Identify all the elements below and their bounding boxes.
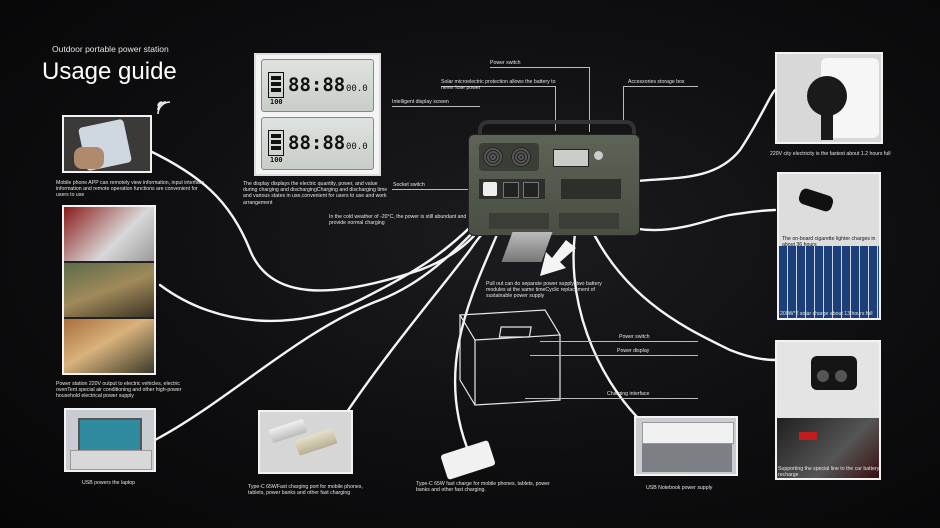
cable-usb-notebook bbox=[572, 213, 642, 422]
notebook-screen bbox=[642, 422, 734, 444]
ac-socket-panel bbox=[479, 179, 545, 199]
app-caption: Mobile phone APP can remotely view infor… bbox=[56, 180, 205, 199]
accessories-box-label: Accessories storage box bbox=[628, 79, 685, 85]
socket-switch-label: Socket switch bbox=[393, 182, 425, 188]
fan-icon bbox=[511, 147, 531, 167]
car-solar-photos bbox=[777, 172, 881, 320]
socket-icon bbox=[523, 182, 539, 198]
solar-panel bbox=[779, 246, 879, 318]
leader-display bbox=[392, 106, 480, 107]
wall-socket-photo bbox=[775, 52, 883, 144]
lcd-reading-main-2: 88:88 bbox=[288, 132, 346, 154]
notebook-keyboard bbox=[642, 444, 732, 472]
socket-icon bbox=[483, 182, 497, 196]
cable-lighter bbox=[583, 213, 777, 362]
leader-module-switch bbox=[540, 341, 698, 342]
bbq-photo bbox=[64, 263, 154, 317]
power-switch-label: Power switch bbox=[490, 60, 521, 66]
lighter-socket-caption: The matching cigarette lighter socket li… bbox=[780, 400, 875, 413]
leader-solar bbox=[441, 86, 556, 87]
socket-icon bbox=[503, 182, 519, 198]
wifi-icon bbox=[157, 101, 171, 115]
laptop-screen bbox=[78, 418, 142, 452]
cable-typec-fast bbox=[453, 213, 507, 457]
leader-power-switch bbox=[490, 67, 590, 68]
ac-output-photos bbox=[62, 205, 156, 375]
ev-charging-photo bbox=[64, 207, 154, 261]
dc-port-panel bbox=[561, 179, 621, 199]
battery-slot-1 bbox=[489, 213, 549, 229]
module-power-display-label: Power display bbox=[617, 348, 650, 354]
battery-icon bbox=[268, 130, 284, 156]
typec-fast-caption: Type-C 65W fast charge for mobile phones… bbox=[416, 481, 550, 494]
tent-photo bbox=[64, 319, 154, 373]
lcd-reading-side-1: 00.0 bbox=[346, 84, 368, 94]
power-station-device bbox=[468, 120, 640, 238]
car-battery-photo bbox=[777, 418, 879, 478]
lcd-display-panel: 88:88 00.0 100 88:88 00.0 100 bbox=[254, 53, 381, 176]
leader-socket bbox=[392, 189, 487, 190]
car-battery-caption: Supporting the special line to the car b… bbox=[778, 466, 880, 479]
city-power-caption: 220V city electricity is the fastest abo… bbox=[770, 151, 891, 157]
plug-cable bbox=[821, 114, 833, 140]
typec-port-caption: Type-C 65WFast charging port for mobile … bbox=[248, 484, 363, 497]
usb-laptop-caption: USB powers the laptop bbox=[82, 480, 136, 486]
leader-power-switch-v bbox=[589, 67, 590, 132]
battery-module-drawing bbox=[458, 309, 562, 406]
leader-accessories-v bbox=[623, 86, 624, 122]
lcd-reading-side-2: 00.0 bbox=[346, 142, 368, 152]
lcd-percent-2: 100 bbox=[270, 156, 283, 164]
solar-protection-label: Solar microelectric protection allows th… bbox=[441, 79, 556, 92]
leader-module-charging bbox=[525, 398, 698, 399]
solar-caption: 200W*2 solar charge about 13 hours full bbox=[780, 311, 873, 317]
ac-output-caption: Power station 220V output to electric ve… bbox=[56, 381, 182, 400]
display-description: The display displays the electric quanti… bbox=[243, 181, 388, 206]
lighter-battery-photos bbox=[775, 340, 881, 480]
cable-ac-output bbox=[158, 208, 489, 323]
leader-module-display bbox=[530, 355, 698, 356]
lcd-reading-main-1: 88:88 bbox=[288, 74, 346, 96]
battery-icon bbox=[268, 72, 284, 98]
lcd-percent-1: 100 bbox=[270, 98, 283, 106]
phone-app-photo bbox=[62, 115, 152, 173]
header-subtitle: Outdoor portable power station bbox=[52, 44, 169, 54]
lcd-screen-1: 88:88 00.0 100 bbox=[261, 59, 374, 112]
usb-notebook-caption: USB Notebook power supply bbox=[646, 485, 713, 491]
pull-arrow-icon bbox=[540, 240, 576, 276]
header-title: Usage guide bbox=[42, 58, 177, 85]
device-lcd bbox=[553, 149, 589, 167]
leader-accessories bbox=[623, 86, 698, 87]
module-power-switch-label: Power switch bbox=[619, 334, 650, 340]
module-charging-interface-label: Charging interface bbox=[607, 391, 650, 397]
cold-weather-label: In the cold weather of -20°C, the power … bbox=[329, 214, 477, 227]
leader-solar-v bbox=[555, 86, 556, 131]
intelligent-display-label: Intelligent display screen bbox=[392, 99, 449, 105]
hand bbox=[74, 147, 104, 169]
fan-icon bbox=[483, 147, 503, 167]
usb-laptop-photo bbox=[64, 408, 156, 472]
plug-icon bbox=[807, 76, 847, 116]
fan-grille bbox=[479, 143, 539, 171]
battery-slot-2 bbox=[559, 213, 619, 229]
car-charger-plug-icon bbox=[797, 187, 835, 213]
power-button bbox=[594, 151, 603, 160]
pull-out-label: Pull out can do separate power supply, t… bbox=[486, 281, 602, 300]
car-charger-caption: The on-board cigarette lighter charges i… bbox=[782, 236, 876, 249]
lighter-socket-icon bbox=[811, 356, 857, 390]
laptop-keyboard bbox=[70, 450, 152, 470]
device-handle bbox=[478, 120, 636, 142]
typec-powerbank-photo bbox=[258, 410, 353, 474]
cable-app bbox=[146, 148, 492, 292]
cable-laptop bbox=[153, 210, 495, 442]
usb-notebook-photo bbox=[634, 416, 738, 476]
device-body bbox=[468, 134, 640, 236]
lcd-screen-2: 88:88 00.0 100 bbox=[261, 117, 374, 170]
